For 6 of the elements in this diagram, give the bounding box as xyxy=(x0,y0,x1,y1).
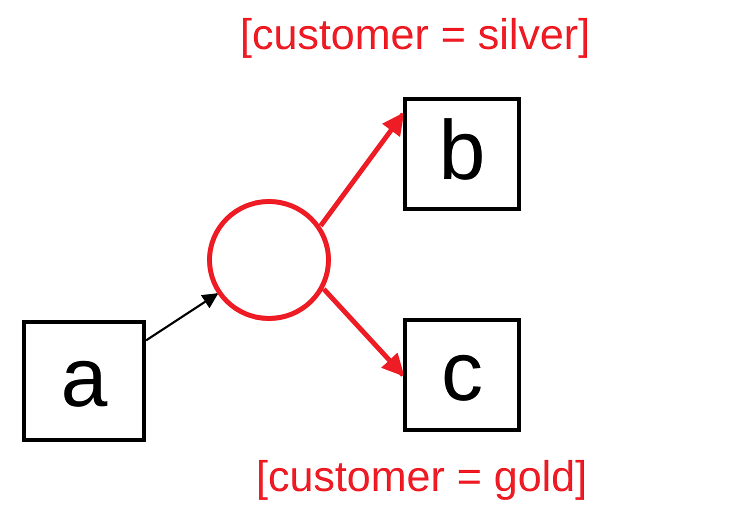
arrow xyxy=(318,112,406,228)
arrow xyxy=(145,292,218,342)
node-box: b xyxy=(403,97,521,211)
node-box: a xyxy=(22,320,146,442)
arrow xyxy=(322,287,405,377)
node-box: c xyxy=(403,318,521,432)
